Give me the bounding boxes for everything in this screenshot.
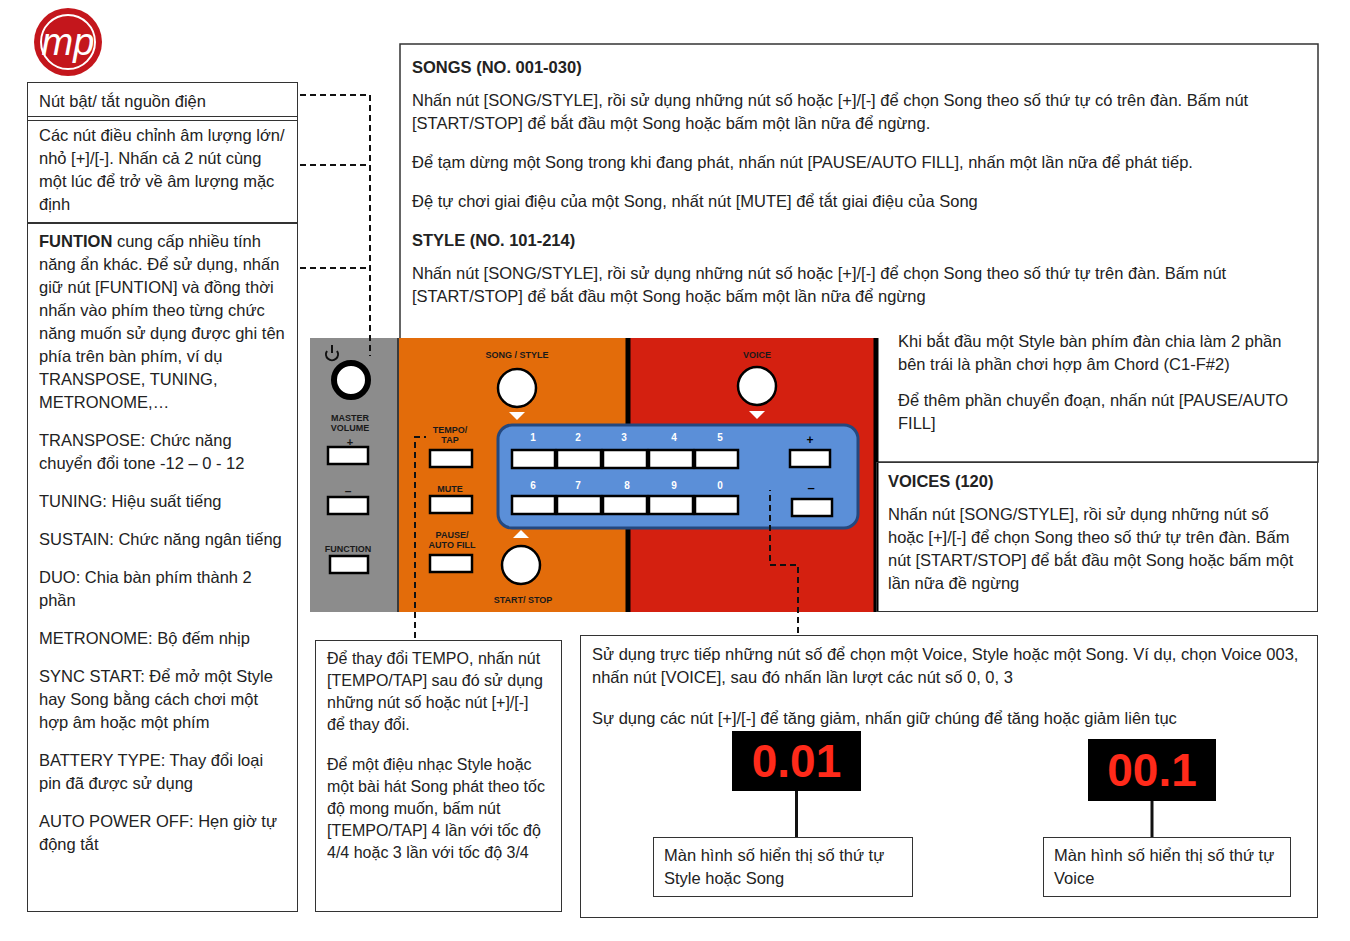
panel-label: 0 — [713, 480, 727, 492]
note-text: Nhấn nút [SONG/STYLE], rồi sử dụng những… — [888, 503, 1306, 595]
number-buttons — [512, 450, 832, 516]
display-callout: Màn hình số hiển thị số thứ tự Voice — [1043, 837, 1291, 897]
panel-label: START/ STOP — [488, 595, 558, 605]
connector-line — [795, 791, 798, 837]
function-item: TUNING: Hiệu suất tiếng — [39, 490, 286, 513]
panel-label: 5 — [713, 432, 727, 444]
section-heading: STYLE (NO. 101-214) — [412, 229, 1306, 252]
display-callout: Màn hình số hiển thị số thứ tự Style hoặ… — [653, 837, 913, 897]
panel-label: VOICE — [732, 350, 782, 360]
song-display: 0.01 — [732, 731, 861, 791]
function-item: METRONOME: Bộ đếm nhịp — [39, 627, 286, 650]
panel-label: MASTER VOLUME — [319, 413, 381, 433]
panel-label: PAUSE/ AUTO FILL — [422, 530, 482, 550]
mute-button — [430, 496, 472, 513]
songs-side: Khi bắt đầu một Style bàn phím đàn chia … — [898, 330, 1308, 435]
section-text: Nhấn nút [SONG/STYLE], rồi sử dụng những… — [412, 262, 1306, 308]
note-text: Để một điệu nhạc Style hoặc một bài hát … — [327, 754, 550, 864]
panel-label: 9 — [667, 480, 681, 492]
tempo-button — [430, 450, 472, 467]
panel-label: – — [803, 480, 819, 495]
function-item: DUO: Chia bàn phím thành 2 phần — [39, 566, 286, 612]
power-symbol — [326, 345, 338, 360]
function-button — [330, 556, 368, 573]
logo-text: mp — [38, 22, 98, 62]
panel-label: 1 — [526, 432, 540, 444]
panel-label: 6 — [526, 480, 540, 492]
voices-note: VOICES (120) Nhấn nút [SONG/STYLE], rồi s… — [876, 462, 1318, 612]
panel-label: – — [338, 484, 358, 498]
indicator-triangle — [509, 412, 525, 420]
tempo-note: Để thay đổi TEMPO, nhấn nút [TEMPO/TAP] … — [315, 640, 562, 912]
song-style-button — [498, 369, 536, 407]
section-text: Để tạm dừng một Song trong khi đang phát… — [412, 151, 1306, 174]
panel-label: 4 — [667, 432, 681, 444]
number-pad — [498, 425, 858, 528]
songs-style-note: SONGS (NO. 001-030) Nhấn nút [SONG/STYLE]… — [400, 44, 1318, 462]
function-item: BATTERY TYPE: Thay đổi loại pin đã được … — [39, 749, 286, 795]
leader-lines — [300, 95, 798, 638]
panel-label: TEMPO/ TAP — [428, 425, 472, 445]
pause-button — [430, 555, 472, 572]
section-text: Khi bắt đầu một Style bàn phím đàn chia … — [898, 330, 1308, 376]
voice-button — [738, 367, 776, 405]
section-heading: VOICES (120) — [888, 470, 1306, 493]
note-text: 0.01 — [732, 731, 861, 791]
indicator-triangle — [749, 411, 765, 419]
note-text: Màn hình số hiển thị số thứ tự Voice — [1054, 844, 1280, 890]
note-text: 00.1 — [1088, 739, 1216, 801]
volume-down-button — [328, 497, 368, 514]
section-text: Để thêm phần chuyển đoạn, nhấn nút [PAUS… — [898, 389, 1308, 435]
start-stop-button — [502, 546, 540, 584]
panel-label: 7 — [571, 480, 585, 492]
logo-circle — [34, 8, 102, 76]
section-text: Đệ tự chơi giai điệu của một Song, nhất … — [412, 190, 1306, 213]
function-item: SUSTAIN: Chức năng ngân tiếng — [39, 528, 286, 551]
power-button — [334, 363, 368, 397]
connector-line — [1151, 801, 1154, 837]
function-intro: FUNTION cung cấp nhiều tính năng ẩn khác… — [39, 230, 286, 414]
panel-grey — [310, 338, 398, 612]
indicator-triangle — [513, 530, 529, 538]
note-text: Sự dụng các nút [+]/[-] để tăng giảm, nh… — [592, 707, 1306, 730]
spacer — [112, 232, 117, 250]
panel-label: FUNCTION — [318, 544, 378, 554]
panel-label: MUTE — [428, 484, 472, 494]
section-text: Nhấn nút [SONG/STYLE], rồi sử dụng những… — [412, 89, 1306, 135]
function-note: FUNTION cung cấp nhiều tính năng ẩn khác… — [27, 222, 298, 912]
note-text: Để thay đổi TEMPO, nhấn nút [TEMPO/TAP] … — [327, 648, 550, 736]
panel-label: 3 — [617, 432, 631, 444]
volume-up-button — [328, 447, 368, 464]
direct-select-note: Sử dụng trực tiếp những nút số để chọn m… — [580, 635, 1318, 918]
volume-note: Các nút điều chỉnh âm lượng lớn/ nhỏ [+]… — [27, 116, 298, 224]
function-item: AUTO POWER OFF: Hẹn giờ tự động tắt — [39, 810, 286, 856]
function-item: SYNC START: Để mở một Style hay Song bằn… — [39, 665, 286, 734]
panel-label: 2 — [571, 432, 585, 444]
voice-display: 00.1 — [1088, 739, 1216, 801]
function-item: TRANSPOSE: Chức năng chuyển đổi tone -12… — [39, 429, 286, 475]
panel-label: + — [802, 433, 818, 447]
panel-label: SONG / STYLE — [477, 350, 557, 360]
panel-label: 8 — [620, 480, 634, 492]
panel-label: + — [340, 436, 360, 449]
section-heading: SONGS (NO. 001-030) — [412, 56, 1306, 79]
note-text: Các nút điều chỉnh âm lượng lớn/ nhỏ [+]… — [39, 124, 286, 216]
function-heading: FUNTION — [39, 232, 112, 250]
note-text: Sử dụng trực tiếp những nút số để chọn m… — [592, 643, 1306, 689]
note-text: Nút bật/ tắt nguồn điện — [39, 90, 286, 113]
panel-divider — [397, 338, 399, 612]
note-text: Màn hình số hiển thị số thứ tự Style hoặ… — [664, 844, 902, 890]
function-text: cung cấp nhiều tính năng ẩn khác. Để sử … — [39, 232, 285, 411]
